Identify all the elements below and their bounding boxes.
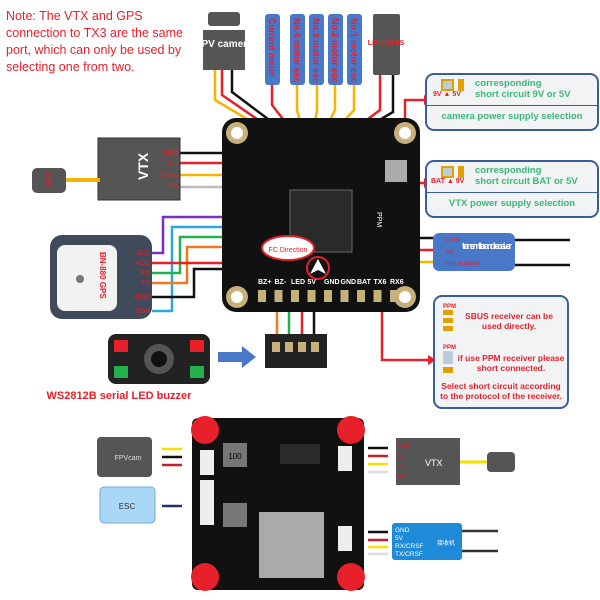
bottom-receiver-pin: TX/CRSF <box>395 551 423 558</box>
current-meter-label: Current meter <box>267 18 277 78</box>
bottom-fc-board: 100 <box>191 416 365 591</box>
gps-pin: SDA <box>136 308 151 315</box>
camera-9v-label: 9V <box>433 91 442 98</box>
camera-power-line1: corresponding <box>475 78 542 89</box>
fc-bottom-pad <box>258 290 266 302</box>
fc-bottom-pad <box>324 290 332 302</box>
gps-pin: SCL <box>136 250 150 257</box>
vtx-power-box: BAT ▲ 9V corresponding short circuit BAT… <box>425 160 599 218</box>
sbus-text: SBUS receiver can be used directly. <box>465 311 553 331</box>
vtx-power-line2: short circuit BAT or 5V <box>475 176 578 187</box>
fc-bottom-pad <box>373 290 382 302</box>
top-device-strips: Current meter No.4 motor esc No.3 motor … <box>265 14 405 85</box>
gps-pin: TX <box>141 280 150 287</box>
fc-bottom-pad <box>307 290 316 302</box>
camera-power-box: 9V ▲ 5V corresponding short circuit 9V o… <box>425 73 599 131</box>
led-buzzer-module <box>108 334 327 384</box>
motor-3-label: No.3 motor esc <box>311 18 321 83</box>
gps-title: BN-880 GPS <box>98 252 107 299</box>
fc-bottom-pad <box>291 290 299 302</box>
fc-direction-label: FC Direction <box>269 247 308 254</box>
vtx-9v-label: 9V <box>455 178 465 185</box>
bottom-receiver-pin: 5V <box>395 535 404 542</box>
flight-controller-board: FC Direction PPM <box>222 118 420 312</box>
fc-bottom-pad-label: GND <box>324 279 340 286</box>
ppm-selection-box: PPM SBUS receiver can be used directly. … <box>433 295 569 409</box>
bottom-vtx: VTX GND 5V VI RX <box>396 438 515 485</box>
fpv-camera-label: FPV camera <box>195 39 253 50</box>
vtx-pin: Video <box>160 172 178 179</box>
fc-bottom-pad-label: BZ+ <box>258 279 271 286</box>
bottom-vtx-pin: VI <box>398 463 403 469</box>
fc-bottom-pad <box>357 290 365 302</box>
bottom-receiver-pin: GND <box>395 527 410 534</box>
receiver-pin: 5V <box>446 249 455 256</box>
vtx-power-footer: VTX power supply selection <box>427 192 597 209</box>
receiver-title: transmitter and receiver <box>462 241 512 251</box>
bottom-fpvcam: FPVcam <box>97 437 152 477</box>
antenna-label: 5.8G <box>44 172 51 187</box>
vtx-title: VTX <box>135 152 151 180</box>
esc-label: ESC <box>119 502 136 511</box>
lipo-label: LiPo 2S-6S <box>368 40 405 47</box>
gps-pin: RX <box>140 270 150 277</box>
vtx-bat-label: BAT <box>431 178 445 185</box>
motor-2-label: No.2 motor esc <box>330 18 340 83</box>
gps-pin: VCC <box>135 260 150 267</box>
bottom-vtx-title: VTX <box>425 458 443 468</box>
ppm-text: if use PPM receiver please short connect… <box>457 353 565 373</box>
fc-bottom-pad <box>340 290 349 302</box>
receiver-pin: SBUS/PPM <box>446 261 480 268</box>
fc-bottom-pad-label: TX6 <box>374 279 387 286</box>
vtx-module: VTX GND Vcc Video RX 5.8G <box>32 137 181 201</box>
fc-bottom-pad-label: BAT <box>357 279 372 286</box>
fc-bottom-pad-label: BZ- <box>275 279 287 286</box>
vtx-pin: RX <box>168 183 178 190</box>
receiver-module: transmitter and receiver GND 5V SBUS/PPM <box>433 233 515 271</box>
inductor-label: 100 <box>228 452 242 461</box>
fc-bottom-pad-label: GND <box>341 279 357 286</box>
bottom-receiver-pin: RX/CRSF <box>395 543 424 550</box>
fc-bottom-pad-label: RX6 <box>390 279 404 286</box>
ppm-pad-label: PPM <box>375 212 382 227</box>
camera-power-line2: short circuit 9V or 5V <box>475 89 571 100</box>
buzzer-caption: WS2812B serial LED buzzer <box>46 390 192 402</box>
receiver-pin: GND <box>446 237 461 244</box>
fc-bottom-pad-label: LED <box>291 279 305 286</box>
ppm-label-1: PPM <box>443 304 457 310</box>
ppm-footer: Select short circuit according to the pr… <box>440 381 562 401</box>
vtx-pin: Vcc <box>166 160 178 167</box>
motor-4-label: No.4 motor esc <box>292 18 302 83</box>
fpvcam-label: FPVcam <box>115 455 142 462</box>
ppm-label-2: PPM <box>443 345 457 351</box>
bottom-esc: ESC <box>99 486 156 524</box>
gps-pin: GND <box>134 294 150 301</box>
fpv-camera: FPV camera <box>195 12 253 70</box>
fc-bottom-pad <box>274 290 283 302</box>
camera-5v-label: 5V <box>452 91 461 98</box>
port-note: Note: The VTX and GPS connection to TX3 … <box>6 9 183 74</box>
gps-module: BN-880 GPS SCL VCC RX TX GND SDA <box>50 235 152 319</box>
fc-bottom-pad <box>390 290 398 302</box>
bottom-vtx-pin: 5V <box>398 453 405 459</box>
bottom-receiver: GND 5V RX/CRSF TX/CRSF 接收机 <box>392 523 462 560</box>
bottom-wires <box>162 446 498 556</box>
fc-bottom-pad-label: 5V <box>308 279 317 286</box>
camera-power-footer: camera power supply selection <box>427 105 597 122</box>
vtx-power-line1: corresponding <box>475 165 542 176</box>
bottom-vtx-pin: GND <box>398 443 410 449</box>
bottom-receiver-label: 接收机 <box>437 539 455 547</box>
bottom-vtx-pin: RX <box>398 473 406 479</box>
motor-1-label: No.1 motor esc <box>349 18 359 83</box>
vtx-pin: GND <box>162 150 178 157</box>
